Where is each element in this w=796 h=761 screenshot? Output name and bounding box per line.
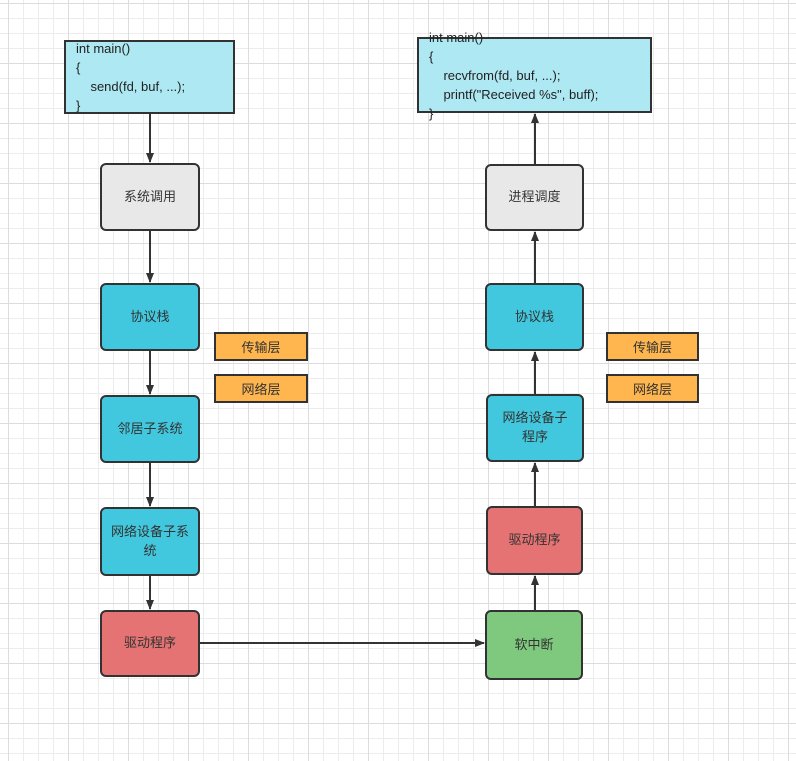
recv-code-box: int main() { recvfrom(fd, buf, ...); pri… <box>417 30 652 121</box>
tag-network-layer-send: 网络层 <box>214 374 308 403</box>
code-line: int main() <box>76 41 131 56</box>
node-network-device-subsystem: 网络设备子系统 <box>100 507 200 576</box>
node-protocol-stack-recv: 协议栈 <box>485 283 584 351</box>
code-line: { <box>76 60 81 75</box>
tag-network-layer-recv: 网络层 <box>606 374 699 403</box>
code-line: { <box>429 48 434 64</box>
code-line: send(fd, buf, ...); <box>76 79 186 94</box>
send-code-box: int main() { send(fd, buf, ...); } <box>64 40 235 114</box>
node-process-scheduling: 进程调度 <box>485 164 584 231</box>
node-network-device-subroutine: 网络设备子程序 <box>486 394 584 462</box>
code-line: int main() <box>429 29 484 45</box>
node-system-call: 系统调用 <box>100 163 200 231</box>
node-soft-interrupt: 软中断 <box>485 610 583 680</box>
tag-transport-layer-recv: 传输层 <box>606 332 699 361</box>
node-neighbor-subsystem: 邻居子系统 <box>100 395 200 463</box>
tag-transport-layer-send: 传输层 <box>214 332 308 361</box>
node-driver-send: 驱动程序 <box>100 610 200 677</box>
code-line: recvfrom(fd, buf, ...); <box>429 67 561 83</box>
code-line: printf("Received %s", buff); <box>429 86 599 102</box>
node-protocol-stack-send: 协议栈 <box>100 283 200 351</box>
code-line: } <box>76 98 81 113</box>
code-line: } <box>429 105 434 121</box>
node-driver-recv: 驱动程序 <box>486 506 583 575</box>
